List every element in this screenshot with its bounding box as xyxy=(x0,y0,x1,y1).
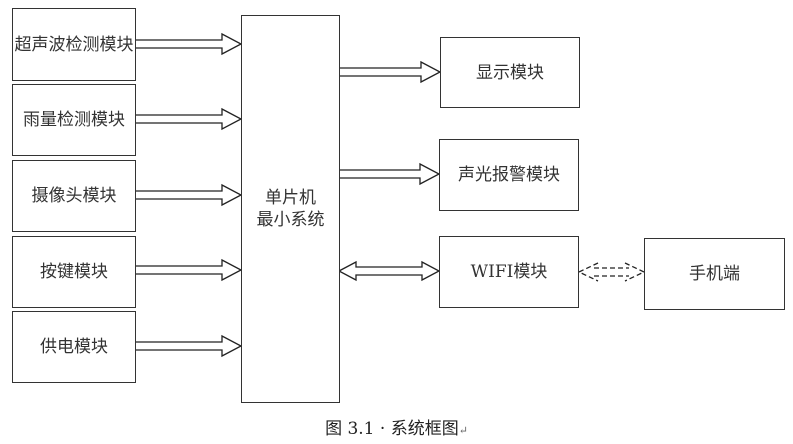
arrow-mcu-wifi-bidirectional xyxy=(337,260,441,282)
arrow-mcu-to-alarm xyxy=(338,162,441,186)
ultrasonic-module-box: 超声波检测模块 xyxy=(12,8,136,81)
display-module-box: 显示模块 xyxy=(440,37,580,108)
rain-module-label: 雨量检测模块 xyxy=(23,110,125,130)
arrow-keys-to-mcu xyxy=(134,258,243,282)
wifi-module-box: WIFI模块 xyxy=(439,236,579,308)
power-module-box: 供电模块 xyxy=(12,311,136,383)
arrow-power-to-mcu xyxy=(134,334,243,358)
mcu-label-line1: 单片机 xyxy=(265,188,316,208)
mcu-label-line2: 最小系统 xyxy=(256,210,325,230)
phone-label: 手机端 xyxy=(689,264,740,284)
figure-caption: 图 3.1 · 系统框图↵ xyxy=(0,414,793,439)
arrow-rain-to-mcu xyxy=(134,107,243,131)
caption-text: 图 3.1 · 系统框图 xyxy=(325,419,459,439)
display-module-label: 显示模块 xyxy=(476,62,544,83)
phone-box: 手机端 xyxy=(644,238,785,310)
power-module-label: 供电模块 xyxy=(40,337,108,357)
arrow-mcu-to-display xyxy=(338,60,442,84)
arrow-ultrasonic-to-mcu xyxy=(134,32,243,56)
alarm-module-box: 声光报警模块 xyxy=(439,139,579,211)
keys-module-label: 按键模块 xyxy=(40,262,108,282)
wifi-module-label: WIFI模块 xyxy=(470,262,548,282)
alarm-module-label: 声光报警模块 xyxy=(458,165,560,185)
arrow-camera-to-mcu xyxy=(134,183,243,207)
camera-module-label: 摄像头模块 xyxy=(31,186,117,206)
camera-module-box: 摄像头模块 xyxy=(12,160,136,232)
ultrasonic-module-label: 超声波检测模块 xyxy=(14,34,134,55)
keys-module-box: 按键模块 xyxy=(12,236,136,308)
rain-module-box: 雨量检测模块 xyxy=(12,84,136,156)
arrow-wifi-phone-dashed xyxy=(577,262,646,282)
mcu-box: 单片机 最小系统 xyxy=(241,15,340,403)
paragraph-mark-icon: ↵ xyxy=(458,424,468,437)
